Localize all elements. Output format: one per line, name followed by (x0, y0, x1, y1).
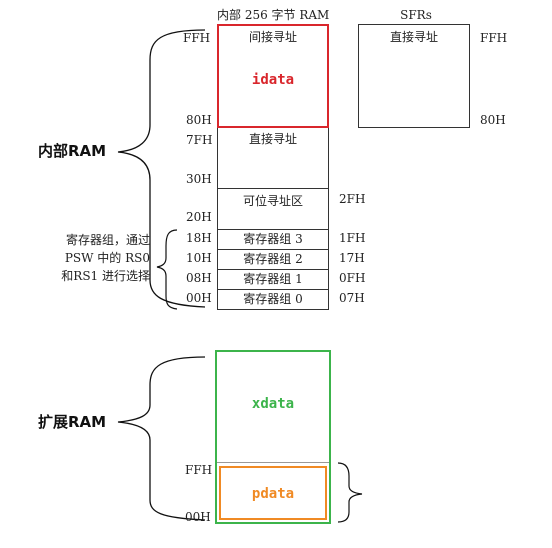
addr-07h: 07H (339, 291, 365, 305)
xdata-label: xdata (251, 396, 295, 412)
register-note-line-1: 寄存器组，通过 (65, 233, 150, 247)
xdata-divider (217, 462, 329, 463)
addr-0fh: 0FH (339, 271, 366, 285)
direct-area-label: 直接寻址 (248, 132, 297, 146)
addr-00h: 00H (186, 291, 212, 305)
ext-addr-00h: 00H (185, 510, 211, 524)
xdata-box (215, 350, 331, 524)
idata-box (217, 24, 329, 128)
addr-2fh: 2FH (339, 192, 366, 206)
register-note-line-2: PSW 中的 RS0 (64, 251, 150, 265)
addr-30h: 30H (186, 172, 212, 186)
bit-area-box: 可位寻址区 (217, 188, 329, 230)
pdata-box (219, 466, 327, 520)
idata-label: idata (251, 72, 295, 88)
idata-indirect-label: 间接寻址 (248, 30, 297, 44)
external-ram-label: 扩展RAM (38, 413, 107, 431)
addr-18h: 18H (186, 231, 212, 245)
sfr-direct-label: 直接寻址 (389, 30, 438, 44)
external-ram-brace (117, 356, 206, 521)
register-group-2: 寄存器组 2 (217, 249, 329, 270)
ext-addr-ffh: FFH (185, 463, 213, 477)
register-group-brace (156, 229, 178, 310)
addr-7fh: 7FH (186, 133, 213, 147)
sfr-addr-ffh: FFH (480, 31, 508, 45)
pdata-label: pdata (251, 486, 295, 502)
addr-80h: 80H (186, 113, 212, 127)
register-group-3: 寄存器组 3 (217, 229, 329, 250)
sfr-addr-80h: 80H (480, 113, 506, 127)
addr-ffh: FFH (183, 31, 211, 45)
sfr-title: SFRs (400, 8, 432, 22)
addr-17h: 17H (339, 251, 365, 265)
register-note-line-3: 和RS1 进行选择 (61, 269, 150, 283)
addr-1fh: 1FH (339, 231, 366, 245)
addr-08h: 08H (186, 271, 212, 285)
register-group-1: 寄存器组 1 (217, 269, 329, 290)
internal-ram-title: 内部 256 字节 RAM (217, 8, 330, 22)
register-note: 寄存器组，通过 PSW 中的 RS0 和RS1 进行选择 (50, 231, 150, 285)
sfr-box (358, 24, 470, 128)
pdata-brace (337, 462, 363, 523)
internal-ram-label: 内部RAM (38, 142, 107, 160)
addr-20h: 20H (186, 210, 212, 224)
bit-area-label: 可位寻址区 (242, 194, 303, 208)
internal-ram-brace (117, 29, 206, 308)
register-group-0: 寄存器组 0 (217, 289, 329, 310)
addr-10h: 10H (186, 251, 212, 265)
